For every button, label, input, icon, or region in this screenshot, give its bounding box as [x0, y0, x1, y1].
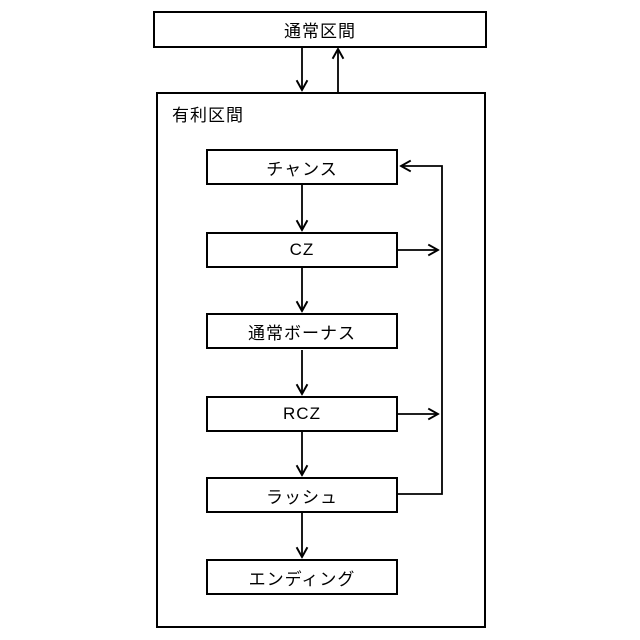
node-normal-section-label: 通常区間 [284, 22, 356, 41]
node-chance-label: チャンス [266, 159, 338, 179]
node-ending: エンディング [206, 559, 398, 595]
node-ending-label: エンディング [248, 569, 356, 589]
node-cz-label: CZ [289, 240, 315, 259]
node-chance: チャンス [206, 149, 398, 185]
advantage-section-label: 有利区間 [172, 106, 244, 125]
node-rush: ラッシュ [206, 477, 398, 513]
node-rcz-label: RCZ [283, 404, 321, 423]
node-rcz: RCZ [206, 396, 398, 432]
node-rush-label: ラッシュ [266, 487, 338, 507]
node-normal-bonus: 通常ボーナス [206, 313, 398, 349]
node-cz: CZ [206, 232, 398, 268]
node-normal-section: 通常区間 [153, 11, 487, 48]
node-normal-bonus-label: 通常ボーナス [248, 323, 356, 343]
